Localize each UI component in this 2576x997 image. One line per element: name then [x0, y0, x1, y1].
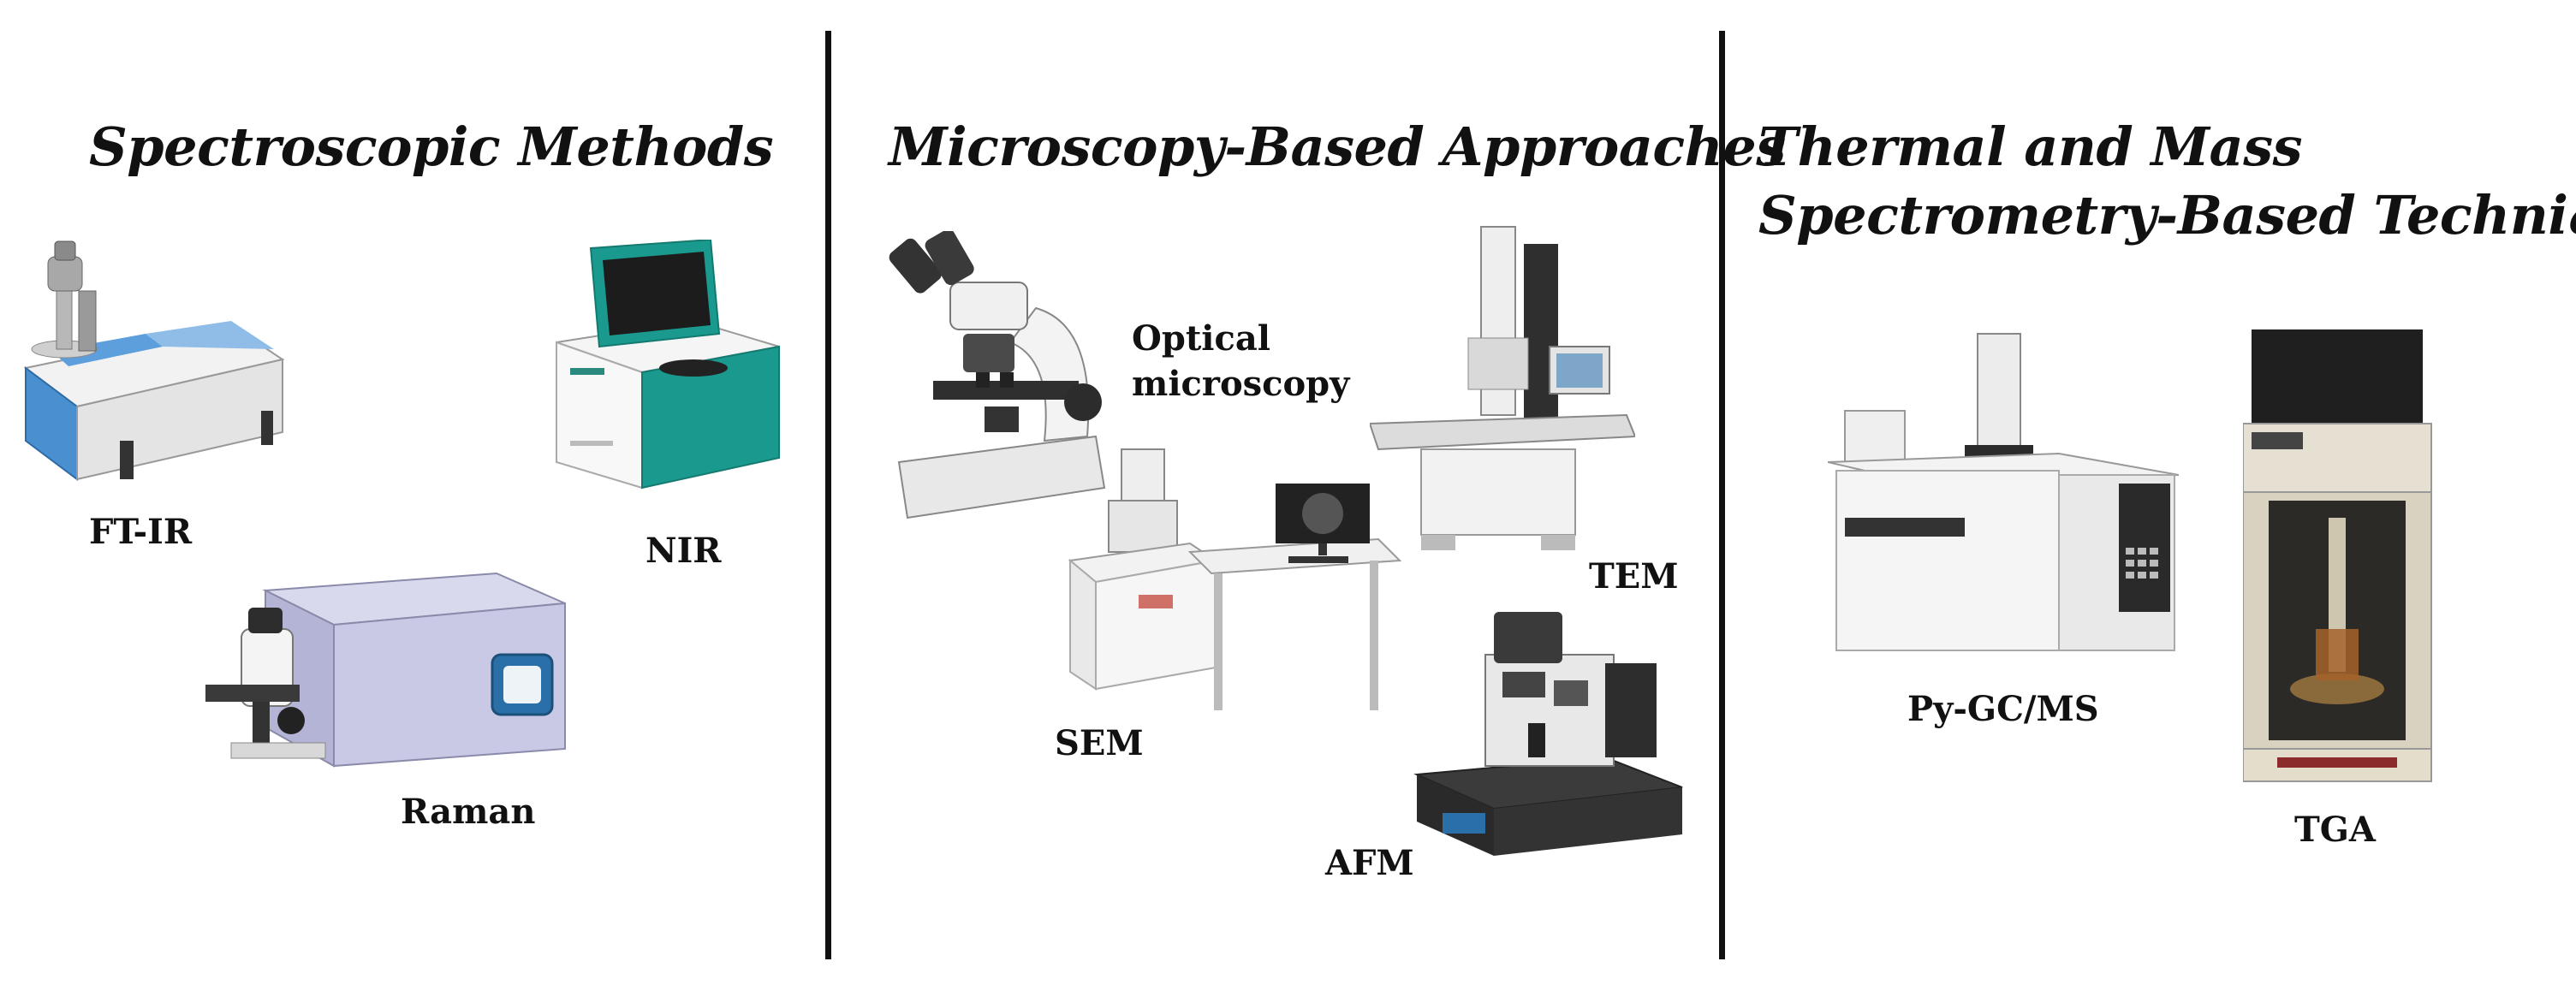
heading-thermal-line-2: Spectrometry-Based Techniques [1758, 184, 2576, 246]
section-divider-left [825, 31, 831, 959]
label-tga: TGA [2294, 810, 2376, 850]
py-gcms-icon [1828, 325, 2179, 659]
raman-spectrometer-icon [205, 556, 582, 770]
afm-microscope-icon [1408, 603, 1691, 860]
optical-microscope-icon [882, 231, 1113, 522]
label-optical-line-1: Optical [1132, 318, 1270, 359]
heading-microscopy: Microscopy-Based Approaches [889, 116, 1786, 178]
label-sem: SEM [1055, 723, 1144, 763]
label-afm: AFM [1325, 843, 1414, 883]
heading-spectroscopic: Spectroscopic Methods [89, 116, 774, 178]
section-divider-right [1719, 31, 1725, 959]
heading-thermal-line-1: Thermal and Mass [1758, 116, 2303, 178]
label-raman: Raman [401, 792, 536, 832]
nir-analyzer-icon [548, 240, 788, 496]
label-nir: NIR [645, 531, 722, 571]
label-ftir: FT-IR [89, 512, 193, 552]
ftir-spectrometer-icon [17, 240, 291, 488]
tga-analyzer-icon [2243, 329, 2440, 783]
label-optical-line-2: microscopy [1132, 364, 1350, 404]
label-pygcms: Py-GC/MS [1907, 689, 2099, 729]
tem-microscope-icon [1370, 218, 1635, 561]
label-tem: TEM [1589, 556, 1679, 596]
sem-workstation-icon [1062, 432, 1404, 732]
